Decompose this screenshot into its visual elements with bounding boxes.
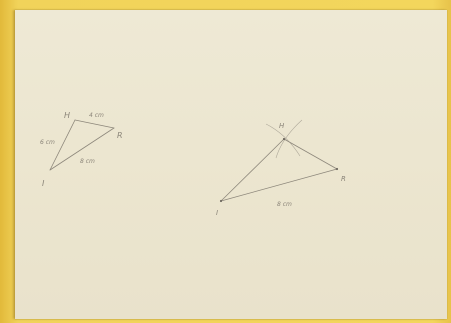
sketch-side-ir [49,127,115,171]
point-r [335,167,339,171]
construction-triangle [220,138,338,202]
compass-arc-from-r [275,119,303,159]
vertex-points [219,137,339,203]
drawing-paper [15,10,447,319]
sketch-label-i: I [42,179,45,188]
construction-measure-ir: 8 cm [277,201,292,208]
sketch-measure-hr: 4 cm [89,112,104,119]
sketch-side-hr [74,119,115,129]
sketch-triangle [49,119,115,171]
sketch-measure-hi: 6 cm [40,139,55,146]
point-h [282,137,286,141]
sketch-label-h: H [64,111,70,120]
construction-label-r: R [341,175,346,183]
construction-side-hr [283,138,338,170]
sketch-measure-ir: 8 cm [80,158,95,165]
compass-arcs [265,119,303,159]
point-i [219,199,223,203]
construction-label-h: H [279,122,285,130]
sketch-side-hi [49,119,76,171]
construction-side-ir [220,168,338,202]
construction-side-hi [220,138,285,202]
construction-label-i: I [216,209,218,217]
compass-arc-from-i [265,123,301,157]
sketch-label-r: R [117,131,123,140]
